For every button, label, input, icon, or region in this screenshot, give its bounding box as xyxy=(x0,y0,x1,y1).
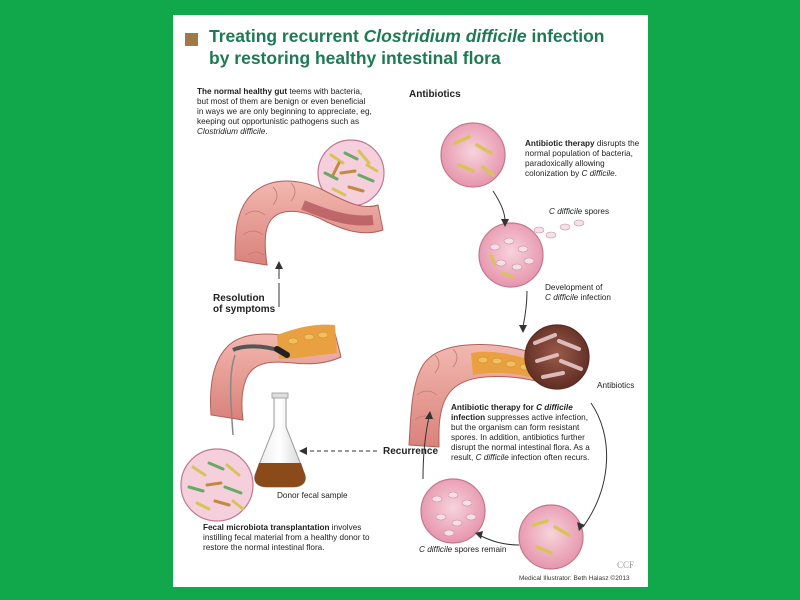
caption-bold: Antibiotic therapy for xyxy=(451,403,537,412)
caption-bold: Fecal microbiota transplantation xyxy=(203,523,330,532)
caption-italic: C difficile xyxy=(581,169,615,178)
label-text: spores xyxy=(582,207,610,216)
caption-text: infection often recurs. xyxy=(508,453,590,462)
label-italic: C difficile xyxy=(419,545,453,554)
cdiff-therapy-caption: Antibiotic therapy for C difficile infec… xyxy=(451,403,597,463)
caption-italic: Clostridium difficile xyxy=(197,127,266,136)
spores-remain-dish xyxy=(420,478,486,544)
spores-remain-label: C difficile spores remain xyxy=(419,545,506,555)
antibiotics-top-label: Antibiotics xyxy=(409,89,461,100)
label-italic: C difficile xyxy=(549,207,583,216)
title-part: Treating recurrent xyxy=(209,26,364,46)
caption-text: involves instilling fecal material from … xyxy=(203,523,370,552)
page-title: Treating recurrent Clostridium difficile… xyxy=(209,25,648,69)
illustrator-credit: Medical Illustrator: Beth Halasz ©2013 xyxy=(519,575,630,582)
resolution-label: Resolution of symptoms xyxy=(213,293,275,315)
healthy-colon xyxy=(234,180,384,266)
antibiotics-dish xyxy=(440,122,506,188)
caption-bold: infection xyxy=(451,413,486,422)
donor-flask xyxy=(254,392,306,488)
caption-italic: C difficile xyxy=(475,453,509,462)
antibiotic-therapy-caption: Antibiotic therapy disrupts the normal p… xyxy=(525,139,643,179)
credit-text: Medical Illustrator: Beth Halasz xyxy=(519,575,609,582)
title-marker xyxy=(185,33,198,46)
flow-arrows xyxy=(278,190,607,546)
label-text: infection xyxy=(578,293,611,302)
caption-bold: Antibiotic therapy xyxy=(525,139,595,148)
development-label: Development of C difficile infection xyxy=(545,283,645,303)
donor-flora-dish xyxy=(180,448,254,522)
spores-dish xyxy=(478,219,585,288)
healthy-gut-caption: The normal healthy gut teems with bacter… xyxy=(197,87,373,137)
diagram-artwork xyxy=(180,122,607,570)
caption-text: disrupts the normal population of bacter… xyxy=(525,139,640,178)
label-italic: C difficile xyxy=(545,293,579,302)
title-part: infection xyxy=(526,26,605,46)
caption-text: . xyxy=(614,169,617,178)
ccf-logo: CCF xyxy=(617,560,635,570)
recurrence-label: Recurrence xyxy=(383,446,439,457)
label-line2: of symptoms xyxy=(213,304,276,315)
fmt-caption: Fecal microbiota transplantation involve… xyxy=(203,523,373,553)
copyright-text: ©2013 xyxy=(610,575,630,582)
donor-label: Donor fecal sample xyxy=(277,491,348,500)
spores-label: C difficile spores xyxy=(549,207,609,217)
caption-bold: The normal healthy gut xyxy=(197,87,288,96)
illustration-page: Treating recurrent Clostridium difficile… xyxy=(173,15,648,587)
title-italic: Clostridium difficile xyxy=(363,26,527,46)
caption-bold-italic: C difficile xyxy=(536,403,573,412)
treated-colon xyxy=(210,324,342,436)
after-antibiotics-dish xyxy=(518,504,584,570)
infection-dish xyxy=(524,324,590,390)
caption-text: suppresses active infection, but the org… xyxy=(451,413,590,462)
label-line1: Resolution xyxy=(213,293,265,304)
caption-text: teems with bacteria, but most of them ar… xyxy=(197,87,372,126)
label-text: spores remain xyxy=(452,545,507,554)
arrow-heads xyxy=(275,219,585,539)
antibiotics-right-label: Antibiotics xyxy=(597,381,635,390)
label-text: Development of xyxy=(545,283,603,292)
caption-text: . xyxy=(265,127,268,136)
title-line2: by restoring healthy intestinal flora xyxy=(209,48,501,68)
